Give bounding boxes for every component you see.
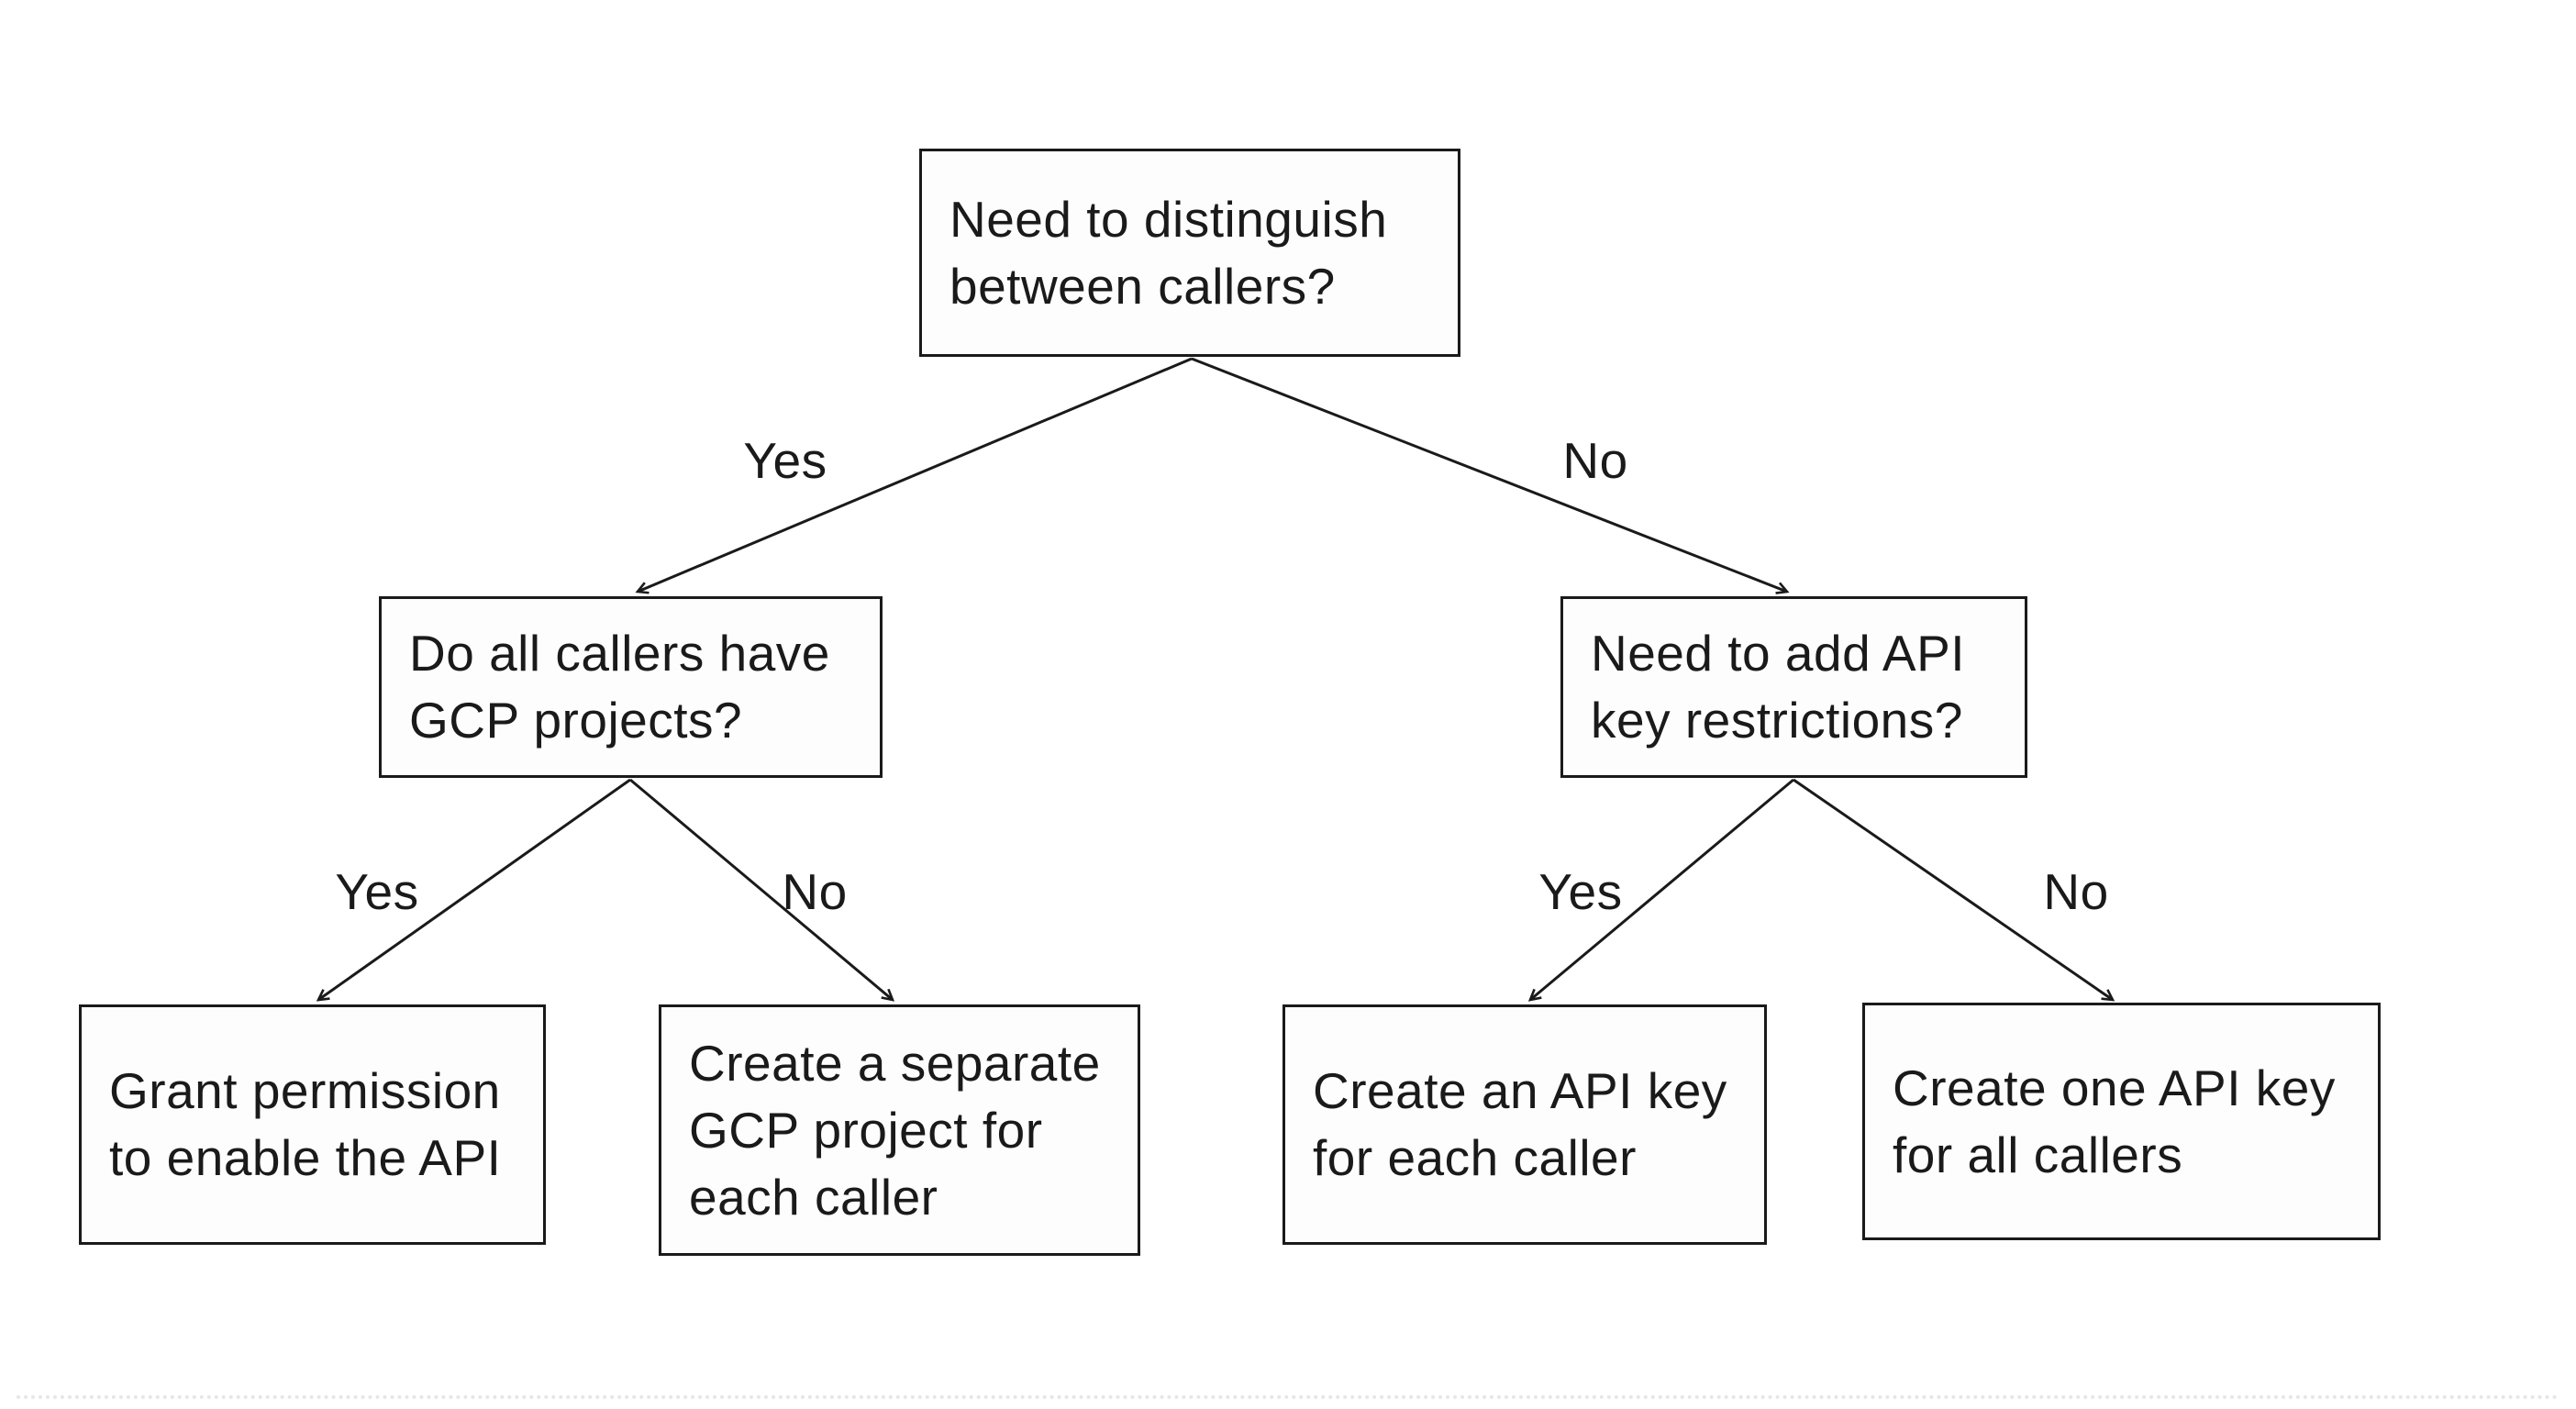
node-text-line: key restrictions? [1591, 692, 1963, 749]
branch-label-key-no: No [2043, 863, 2109, 920]
branch-label-root-yes: Yes [743, 432, 827, 489]
node-text: Create one API key for all callers [1893, 1055, 2336, 1189]
connector-gcp-yes [316, 778, 631, 1002]
connector-root-no [1191, 357, 1790, 594]
node-need-to-distinguish-between-callers: Need to distinguish between callers? [919, 149, 1460, 357]
connector-key-yes [1527, 778, 1794, 1002]
node-text-line: GCP projects? [409, 692, 743, 749]
node-text: Grant permission to enable the API [109, 1058, 501, 1192]
node-text-line: Create an API key [1313, 1062, 1727, 1119]
node-grant-permission-to-enable-api: Grant permission to enable the API [79, 1004, 546, 1245]
node-create-one-api-key-for-all-callers: Create one API key for all callers [1862, 1003, 2381, 1240]
node-text-line: Need to distinguish [949, 190, 1388, 248]
connector-gcp-no [629, 778, 895, 1002]
node-text-line: GCP project for [689, 1101, 1043, 1159]
node-text: Need to add API key restrictions? [1591, 620, 1965, 754]
node-text-line: Create a separate [689, 1034, 1101, 1092]
node-text-line: Create one API key [1893, 1059, 2336, 1116]
node-create-separate-gcp-project: Create a separate GCP project for each c… [659, 1004, 1140, 1256]
node-text-line: Grant permission [109, 1062, 501, 1119]
node-text-line: to enable the API [109, 1129, 502, 1186]
connector-key-no [1793, 778, 2115, 1002]
node-text: Need to distinguish between callers? [949, 186, 1387, 320]
node-text-line: for each caller [1313, 1129, 1637, 1186]
node-text-line: for all callers [1893, 1126, 2183, 1183]
node-text-line: each caller [689, 1168, 938, 1226]
node-do-all-callers-have-gcp-projects: Do all callers have GCP projects? [379, 596, 883, 778]
branch-label-gcp-yes: Yes [335, 863, 419, 920]
connector-root-yes [635, 357, 1193, 594]
branch-label-gcp-no: No [782, 863, 848, 920]
node-text-line: between callers? [949, 257, 1336, 315]
node-text-line: Need to add API [1591, 625, 1966, 682]
branch-label-root-no: No [1562, 432, 1628, 489]
node-create-api-key-for-each-caller: Create an API key for each caller [1282, 1004, 1767, 1245]
node-need-to-add-api-key-restrictions: Need to add API key restrictions? [1560, 596, 2027, 778]
branch-label-key-yes: Yes [1538, 863, 1623, 920]
node-text: Do all callers have GCP projects? [409, 620, 830, 754]
node-text: Create a separate GCP project for each c… [689, 1030, 1101, 1231]
node-text-line: Do all callers have [409, 625, 830, 682]
node-text: Create an API key for each caller [1313, 1058, 1727, 1192]
bottom-scan-artifact-line [17, 1395, 2559, 1399]
